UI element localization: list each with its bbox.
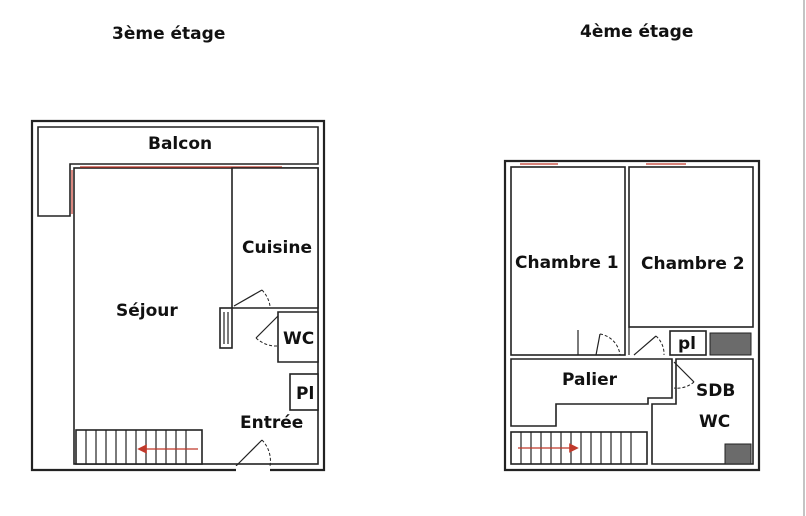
- chambre-1-label: Chambre 1: [515, 253, 619, 273]
- wc-label: WC: [283, 329, 314, 349]
- placard-4-label: pl: [678, 334, 696, 354]
- palier-label: Palier: [562, 370, 618, 390]
- floor-4-plan: Chambre 1 Chambre 2 pl Palier SDB WC: [503, 159, 761, 472]
- chambre-1-door-arc: [599, 333, 621, 356]
- cuisine-label: Cuisine: [242, 238, 312, 258]
- floor-3-title: 3ème étage: [112, 24, 225, 44]
- gaine-sdb: [724, 443, 752, 465]
- cuisine-door: [233, 289, 263, 307]
- wc-room: [277, 311, 319, 363]
- floor-4-title: 4ème étage: [580, 22, 693, 42]
- chambre-2-door-arc: [655, 335, 665, 356]
- entree-door-arc: [261, 439, 271, 467]
- balcon-label: Balcon: [148, 134, 212, 154]
- wc-4-label: WC: [699, 412, 730, 432]
- balcon-area: [37, 126, 319, 217]
- gaine: [219, 307, 233, 349]
- sdb-wc-room: [651, 358, 754, 465]
- chambre-2-room: [628, 166, 754, 328]
- palier-room: [510, 358, 673, 427]
- chambre-2-label: Chambre 2: [641, 254, 745, 274]
- cuisine-room: [231, 167, 319, 309]
- sdb-label: SDB: [696, 381, 735, 401]
- gaine-4: [709, 332, 752, 356]
- chambre-1-door: [595, 333, 601, 356]
- wc-door: [255, 315, 279, 339]
- placard-room: [289, 373, 319, 411]
- entree-door: [235, 439, 263, 467]
- chambre-2-door: [633, 335, 657, 356]
- floor-3-stairs: [75, 429, 203, 465]
- sdb-door-arc: [673, 381, 695, 389]
- cuisine-door-arc: [261, 289, 271, 307]
- chambre-1-room: [510, 166, 626, 356]
- floor-3-plan: Balcon Cuisine Séjour WC Pl Entrée: [30, 119, 326, 472]
- floor-4-stairs: [510, 431, 648, 465]
- placard-label: Pl: [296, 384, 314, 404]
- placard-4-room: [669, 330, 707, 356]
- sejour-label: Séjour: [116, 301, 178, 321]
- wc-door-arc: [255, 337, 279, 347]
- entree-label: Entrée: [240, 413, 303, 433]
- sdb-door: [673, 361, 695, 383]
